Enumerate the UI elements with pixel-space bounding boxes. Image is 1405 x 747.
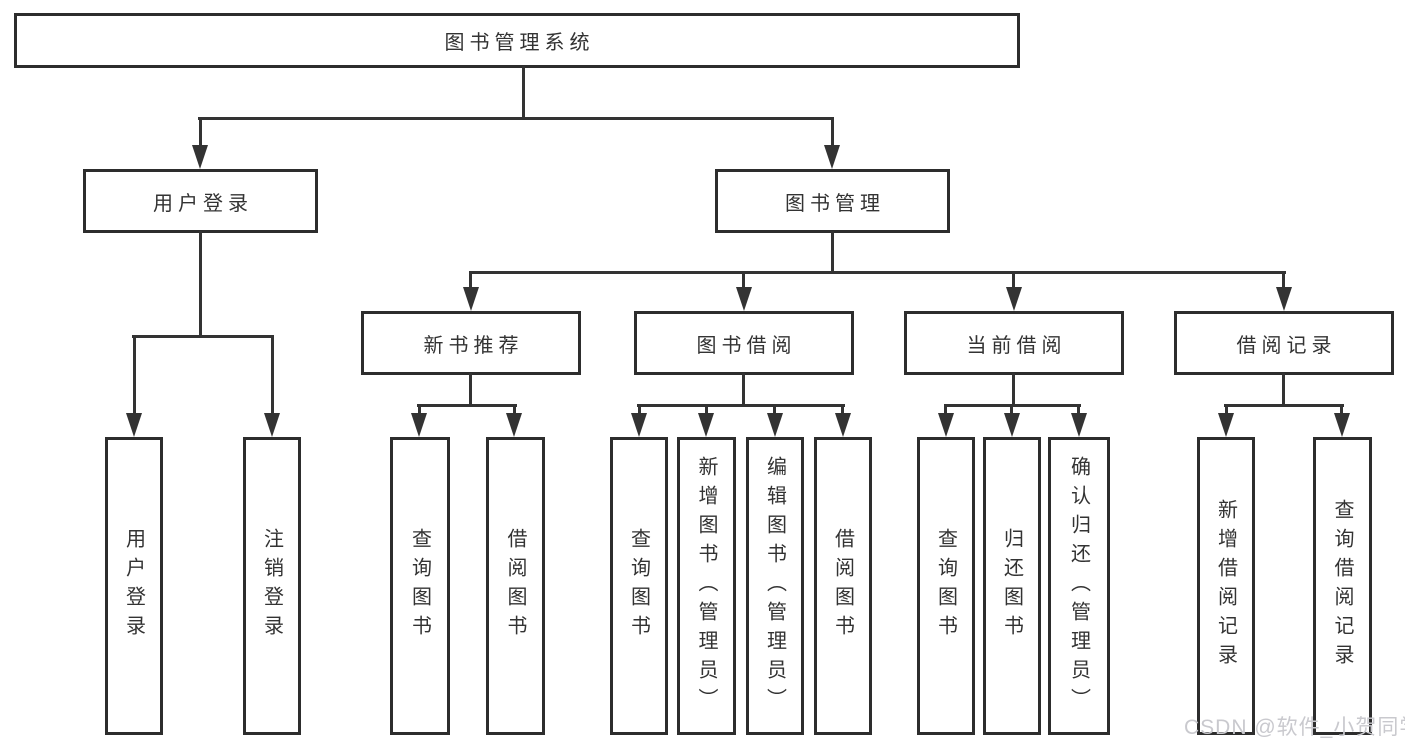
leaf-add-borrow-record: 新增借阅记录: [1197, 437, 1255, 735]
connector-vline: [199, 117, 202, 149]
arrow-down-icon: [1004, 413, 1020, 437]
leaf-edit-books-admin-label: 编辑图书（管理员）: [763, 455, 786, 717]
connector-vline: [831, 231, 834, 274]
connector-vline: [1340, 404, 1343, 418]
leaf-return-books-label: 归还图书: [1000, 528, 1023, 644]
arrow-down-icon: [463, 287, 479, 311]
arrow-down-icon: [1218, 413, 1234, 437]
node-borrowing-records: 借阅记录: [1174, 311, 1394, 375]
connector-vline: [1012, 373, 1015, 407]
connector-vline: [513, 404, 516, 418]
connector-vline: [773, 404, 776, 418]
leaf-logout-label: 注销登录: [260, 528, 283, 644]
connector-vline: [1225, 404, 1228, 418]
leaf-logout: 注销登录: [243, 437, 301, 735]
connector-hline: [1224, 404, 1344, 407]
connector-vline: [831, 117, 834, 149]
connector-vline: [705, 404, 708, 418]
node-library-system: 图书管理系统: [14, 13, 1020, 68]
connector-vline: [1010, 404, 1013, 418]
leaf-query-borrow-record: 查询借阅记录: [1313, 437, 1372, 735]
leaf-user-login: 用户登录: [105, 437, 163, 735]
connector-vline: [742, 271, 745, 291]
arrow-down-icon: [1006, 287, 1022, 311]
arrow-down-icon: [1276, 287, 1292, 311]
connector-vline: [133, 335, 136, 417]
connector-vline: [469, 373, 472, 407]
arrow-down-icon: [1334, 413, 1350, 437]
connector-vline: [271, 335, 274, 417]
node-new-book-recommend-label: 新书推荐: [423, 334, 524, 357]
node-book-borrowing-label: 图书借阅: [696, 334, 797, 357]
arrow-down-icon: [411, 413, 427, 437]
leaf-query-books-borrow: 查询图书: [610, 437, 668, 735]
arrow-down-icon: [192, 145, 208, 169]
connector-vline: [1282, 271, 1285, 291]
connector-vline: [418, 404, 421, 418]
connector-vline: [199, 231, 202, 337]
arrow-down-icon: [824, 145, 840, 169]
arrow-down-icon: [767, 413, 783, 437]
leaf-query-books-current: 查询图书: [917, 437, 975, 735]
node-borrowing-records-label: 借阅记录: [1236, 334, 1337, 357]
arrow-down-icon: [698, 413, 714, 437]
connector-hline: [417, 404, 517, 407]
arrow-down-icon: [1071, 413, 1087, 437]
leaf-confirm-return-admin-label: 确认归还（管理员）: [1067, 455, 1090, 717]
leaf-borrow-books-label: 借阅图书: [831, 528, 854, 644]
leaf-borrow-books: 借阅图书: [814, 437, 872, 735]
arrow-down-icon: [938, 413, 954, 437]
leaf-query-books-recommend: 查询图书: [390, 437, 450, 735]
node-current-borrowing: 当前借阅: [904, 311, 1124, 375]
leaf-confirm-return-admin: 确认归还（管理员）: [1048, 437, 1110, 735]
watermark-text: CSDN @软件_小贺同学: [1184, 716, 1405, 739]
connector-vline: [522, 66, 525, 118]
arrow-down-icon: [631, 413, 647, 437]
leaf-user-login-label: 用户登录: [122, 528, 145, 644]
connector-vline: [1077, 404, 1080, 418]
connector-vline: [1012, 271, 1015, 291]
arrow-down-icon: [736, 287, 752, 311]
arrow-down-icon: [835, 413, 851, 437]
node-user-login-label: 用户登录: [153, 192, 253, 215]
connector-vline: [638, 404, 641, 418]
leaf-borrow-books-recommend: 借阅图书: [486, 437, 545, 735]
node-book-borrowing: 图书借阅: [634, 311, 854, 375]
connector-vline: [841, 404, 844, 418]
node-new-book-recommend: 新书推荐: [361, 311, 581, 375]
leaf-add-borrow-record-label: 新增借阅记录: [1214, 499, 1237, 673]
connector-vline: [469, 271, 472, 291]
leaf-query-books-recommend-label: 查询图书: [408, 528, 431, 644]
arrow-down-icon: [264, 413, 280, 437]
connector-vline: [742, 373, 745, 407]
connector-hline: [132, 335, 274, 338]
connector-vline: [944, 404, 947, 418]
connector-hline: [198, 117, 834, 120]
node-library-system-label: 图书管理系统: [444, 32, 595, 54]
node-book-management-label: 图书管理: [785, 192, 885, 215]
node-book-management: 图书管理: [715, 169, 950, 233]
connector-hline: [637, 404, 845, 407]
arrow-down-icon: [126, 413, 142, 437]
leaf-query-borrow-record-label: 查询借阅记录: [1331, 499, 1353, 673]
leaf-add-books-admin: 新增图书（管理员）: [677, 437, 736, 735]
connector-hline: [469, 271, 1286, 274]
leaf-return-books: 归还图书: [983, 437, 1041, 735]
arrow-down-icon: [506, 413, 522, 437]
node-user-login: 用户登录: [83, 169, 318, 233]
connector-vline: [1282, 373, 1285, 407]
node-current-borrowing-label: 当前借阅: [966, 334, 1067, 357]
leaf-edit-books-admin: 编辑图书（管理员）: [746, 437, 804, 735]
leaf-query-books-borrow-label: 查询图书: [627, 528, 650, 644]
leaf-borrow-books-recommend-label: 借阅图书: [504, 528, 526, 644]
leaf-add-books-admin-label: 新增图书（管理员）: [695, 455, 717, 717]
leaf-query-books-current-label: 查询图书: [934, 528, 957, 644]
